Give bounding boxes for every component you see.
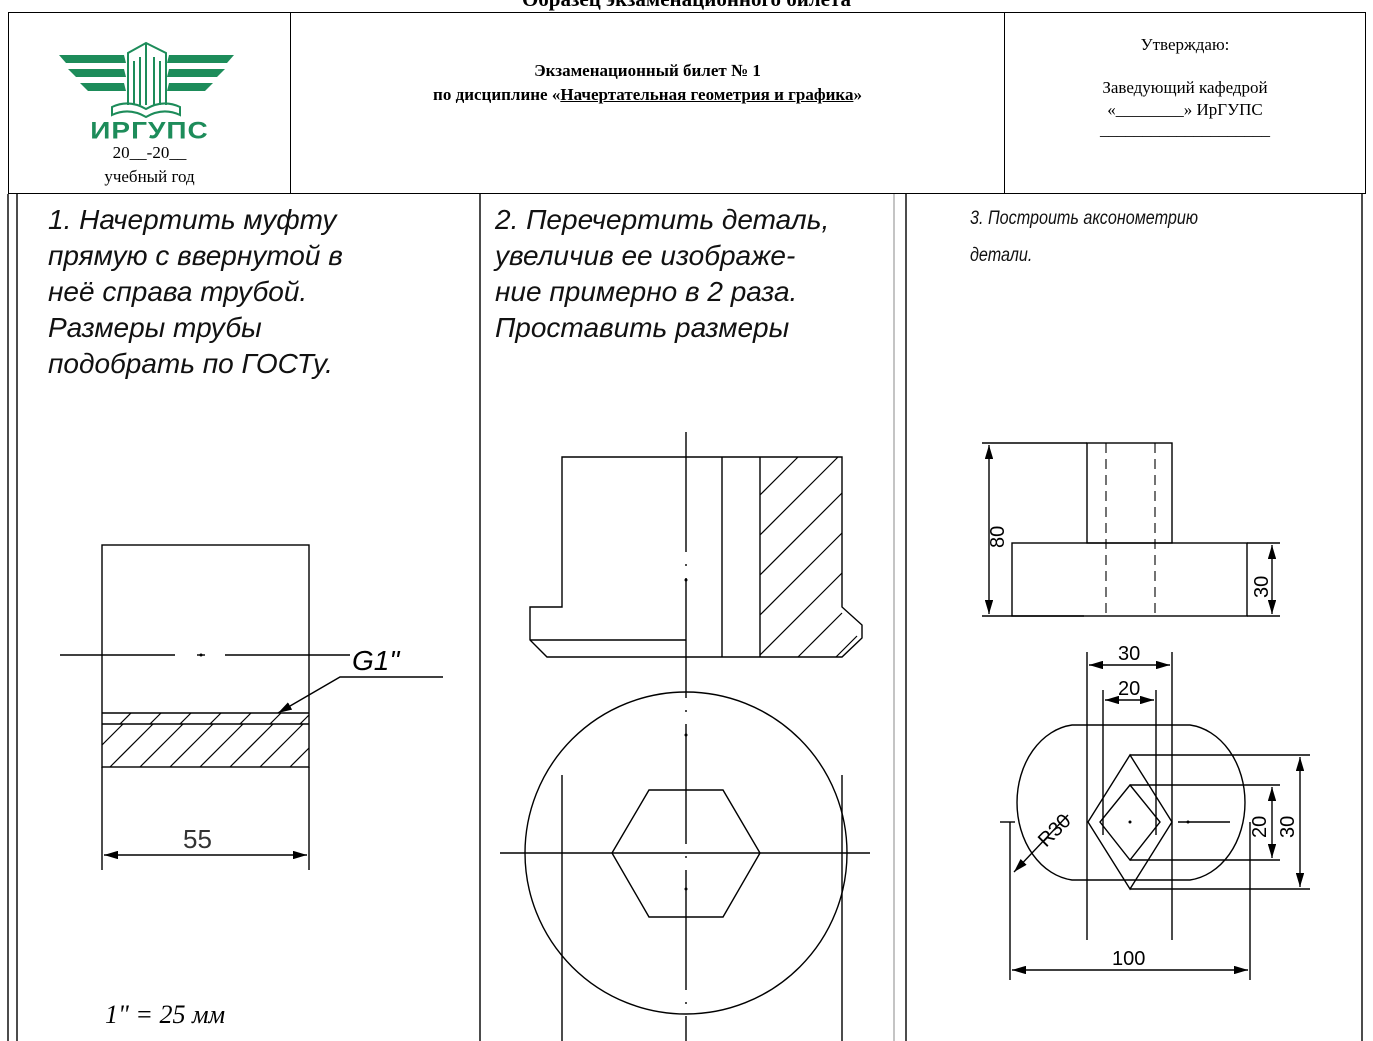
head-of-dept: Заведующий кафедрой (1102, 78, 1268, 97)
drawing-3-part (982, 442, 1310, 980)
task-3-line: 3. Построить аксонометрию (970, 208, 1198, 229)
logo-cell: ИРГУПС 20__-20__ учебный год (8, 12, 291, 194)
signature-line: ____________________ (1100, 120, 1270, 139)
dim-30-top-label: 30 (1118, 643, 1140, 665)
task-2-line: Проставить размеры (495, 312, 790, 343)
logo-text: ИРГУПС (90, 117, 209, 144)
dim-30-right-label: 30 (1277, 816, 1299, 838)
task-1-line: прямую с ввернутой в (48, 240, 343, 271)
thread-label: G1" (352, 645, 400, 676)
academic-years: 20__-20__ (112, 143, 187, 162)
task-1-line: неё справа трубой. (48, 276, 308, 307)
ticket-number: Экзаменационный билет № 1 (534, 61, 761, 80)
task-2-line: 2. Перечертить деталь, (495, 204, 830, 235)
dim-20-top-label: 20 (1118, 678, 1140, 700)
ticket-discipline: по дисциплине «Начертательная геометрия … (291, 83, 1004, 107)
dim-80-label: 80 (987, 526, 1009, 548)
academic-year-label: учебный год (104, 167, 195, 186)
task-1-line: Размеры трубы (48, 312, 262, 343)
drawing-1-coupling (60, 544, 443, 870)
university-logo (59, 41, 234, 119)
approval-cell: Утверждаю: Заведующий кафедрой «________… (1004, 12, 1366, 194)
approve-label: Утверждаю: (1140, 35, 1230, 54)
discipline-suffix: » (853, 85, 862, 104)
discipline-prefix: по дисциплине « (433, 85, 561, 104)
inch-note: 1" = 25 мм (105, 1000, 226, 1029)
dept-line: «________» ИрГУПС (1107, 100, 1263, 119)
task-2-text: 2. Перечертить деталь, увеличив ее изобр… (495, 202, 829, 346)
task-2-line: ние примерно в 2 раза. (495, 276, 798, 307)
task-2-line: увеличив ее изображе- (495, 240, 796, 271)
task-1-text: 1. Начертить муфту прямую с ввернутой в … (48, 202, 343, 382)
discipline-name: Начертательная геометрия и графика (560, 85, 854, 104)
dim-20-right-label: 20 (1249, 816, 1271, 838)
task-3-text: 3. Построить аксонометрию детали. (970, 200, 1198, 274)
page-title: Образец экзаменационного билета (0, 0, 1373, 12)
dim-100-label: 100 (1112, 948, 1145, 970)
task-1-line: 1. Начертить муфту (48, 204, 337, 235)
dim-55-label: 55 (183, 824, 212, 854)
task-1-line: подобрать по ГОСТу. (48, 348, 333, 379)
ticket-title-cell: Экзаменационный билет № 1 по дисциплине … (290, 12, 1005, 194)
dim-30-vertical-label: 30 (1251, 576, 1273, 598)
ticket-header: ИРГУПС 20__-20__ учебный год Экзаменацио… (8, 12, 1366, 194)
task-3-line: детали. (970, 245, 1033, 266)
drawing-2-part (500, 432, 870, 1041)
